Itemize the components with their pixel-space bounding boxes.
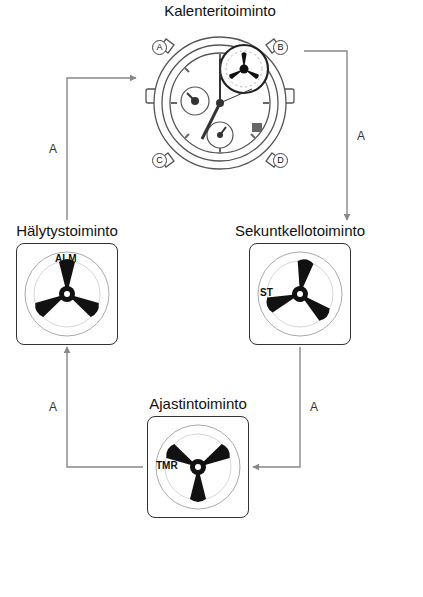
mode-indicator: ST bbox=[260, 288, 273, 298]
mode-arrow bbox=[67, 347, 143, 467]
button-letter: C bbox=[152, 153, 167, 168]
mode-title: Sekuntkellotoiminto bbox=[233, 222, 368, 240]
mode-node: Ajastintoiminto TMR bbox=[145, 395, 251, 518]
mode-display-frame: TMR bbox=[147, 416, 249, 518]
mode-title: Ajastintoiminto bbox=[145, 395, 251, 413]
button-label: A bbox=[47, 142, 59, 156]
mode-node: Sekuntkellotoiminto ST bbox=[233, 222, 368, 345]
mode-node: Kalenteritoiminto bbox=[138, 2, 302, 183]
mode-title: Kalenteritoiminto bbox=[138, 2, 302, 20]
mode-display-frame: ST bbox=[249, 243, 351, 345]
mode-display-frame: ALM bbox=[16, 243, 118, 345]
mode-title: Hälytystoiminto bbox=[14, 222, 120, 240]
button-letter: B bbox=[273, 40, 288, 55]
watch-frame: A B C D bbox=[140, 23, 300, 183]
mode-arrow bbox=[304, 51, 347, 220]
mode-node: Hälytystoiminto ALM bbox=[14, 222, 120, 345]
button-label: A bbox=[47, 400, 59, 414]
mode-arrow bbox=[253, 347, 300, 467]
mode-indicator: TMR bbox=[156, 461, 178, 471]
button-label: A bbox=[355, 129, 367, 143]
mode-indicator: ALM bbox=[55, 254, 77, 264]
button-label: A bbox=[308, 400, 320, 414]
button-letter: D bbox=[273, 153, 288, 168]
button-letter: A bbox=[152, 40, 167, 55]
mode-arrow bbox=[67, 78, 136, 220]
